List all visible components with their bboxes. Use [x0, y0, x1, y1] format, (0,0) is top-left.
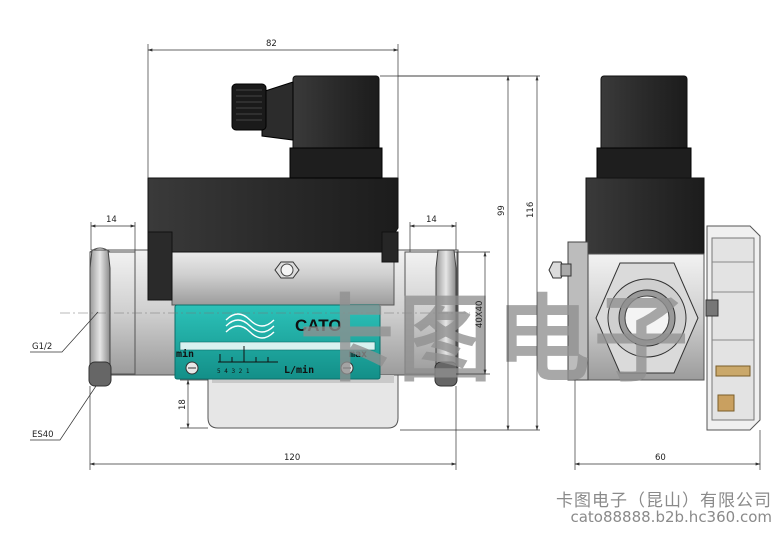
- unit-label: L/min: [284, 364, 314, 376]
- side-bolt: [548, 261, 572, 279]
- front-view: CATO min max 5 4 3 2 1 L/min: [60, 75, 470, 429]
- dim-82: 82: [266, 39, 277, 49]
- side-connector-box: [600, 75, 688, 153]
- upper-housing: [147, 177, 399, 253]
- watermark: 卡图电子: [300, 286, 692, 395]
- dim-14-right: 14: [426, 215, 437, 225]
- dim-18: 18: [178, 399, 188, 410]
- center-bolt: [274, 261, 300, 279]
- side-bracket: [567, 241, 589, 381]
- scale-marks: 5 4 3 2 1: [217, 368, 250, 375]
- connector-collar: [289, 147, 383, 179]
- dim-99: 99: [497, 205, 507, 216]
- min-label: min: [176, 348, 194, 360]
- max-label: max: [349, 349, 367, 360]
- wrench-label: ES40: [32, 430, 54, 440]
- logo-icon: [225, 313, 275, 339]
- bottom-tray: [207, 374, 399, 429]
- flow-scale: [218, 346, 278, 363]
- company-website: cato88888.b2b.hc360.com: [570, 508, 772, 526]
- connector-box: [292, 75, 380, 153]
- side-scale-window: [705, 225, 761, 431]
- dimension-lines: [30, 44, 761, 470]
- dim-14-left: 14: [106, 215, 117, 225]
- side-upper-housing: [585, 177, 705, 255]
- side-hex-port: [595, 262, 699, 374]
- side-view: [548, 75, 761, 431]
- left-hex-nut: [88, 247, 112, 387]
- cable-gland: [231, 83, 267, 131]
- company-name: 卡图电子（昆山）有限公司: [556, 491, 772, 511]
- dim-40x40: 40X40: [475, 301, 485, 328]
- brand-label: CATO: [295, 316, 342, 335]
- dim-60: 60: [655, 453, 666, 463]
- name-plate: CATO min max 5 4 3 2 1 L/min: [174, 304, 381, 380]
- dim-116: 116: [526, 202, 536, 218]
- thread-label: G1/2: [32, 342, 52, 352]
- dim-120: 120: [284, 453, 300, 463]
